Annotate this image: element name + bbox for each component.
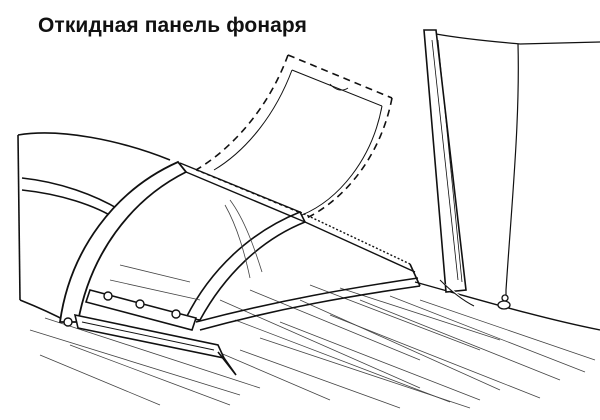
canopy-side-sill	[196, 264, 420, 330]
figure-title: Откидная панель фонаря	[38, 14, 307, 37]
fuselage-surface-hatching	[30, 285, 595, 408]
canopy-top-rails	[180, 163, 415, 272]
open-panel-outline	[196, 55, 392, 222]
hinge-plate	[86, 290, 196, 330]
antenna-lead-in-fitting	[498, 295, 510, 309]
side-rail-slot	[75, 315, 236, 375]
antenna-mast	[424, 30, 474, 306]
glazing-lines	[110, 200, 262, 300]
open-panel-inner-frame	[214, 70, 382, 215]
fuselage-side-edge	[415, 282, 600, 330]
hinge-rivets	[64, 292, 180, 326]
